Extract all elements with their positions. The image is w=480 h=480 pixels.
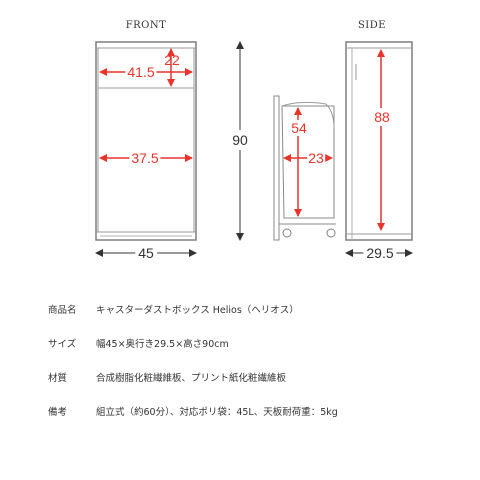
front-total-width-label: 45 [135,246,157,260]
side-bin-cart [273,95,336,241]
spec-label: サイズ [48,339,77,350]
side-cabinet [345,41,413,241]
spec-value: 組立式（約60分）、対応ポリ袋：45L、天板耐荷重：5kg [96,407,338,418]
spec-row-product-name: 商品名 キャスターダストボックス Helios（ヘリオス） [0,302,480,322]
dimension-drawing: FRONT SIDE 22 41.5 37.5 45 90 88 54 23 2… [95,20,413,260]
side-bin-height-label: 54 [291,120,307,136]
spec-label: 商品名 [48,305,77,316]
front-total-height-label: 90 [232,130,248,150]
side-inner-height-label: 88 [374,108,390,126]
front-drawer-width-label: 41.5 [125,64,157,80]
spec-value: 幅45×奥行き29.5×高さ90cm [96,339,229,350]
front-drawer-height-label: 22 [164,52,180,68]
spec-row-notes: 備考 組立式（約60分）、対応ポリ袋：45L、天板耐荷重：5kg [0,404,480,424]
side-view-title: SIDE [357,20,387,31]
side-total-depth-label: 29.5 [363,246,397,260]
spec-row-size: サイズ 幅45×奥行き29.5×高さ90cm [0,336,480,356]
spec-value: 合成樹脂化粧繊維板、プリント紙化粧繊維板 [96,373,287,384]
spec-label: 備考 [48,407,68,418]
side-bin-depth-label: 23 [307,150,325,166]
spec-label: 材質 [48,373,68,384]
spec-row-material: 材質 合成樹脂化粧繊維板、プリント紙化粧繊維板 [0,370,480,390]
spec-value: キャスターダストボックス Helios（ヘリオス） [96,305,299,316]
front-view-title: FRONT [125,20,167,31]
front-inner-width-label: 37.5 [129,150,161,166]
